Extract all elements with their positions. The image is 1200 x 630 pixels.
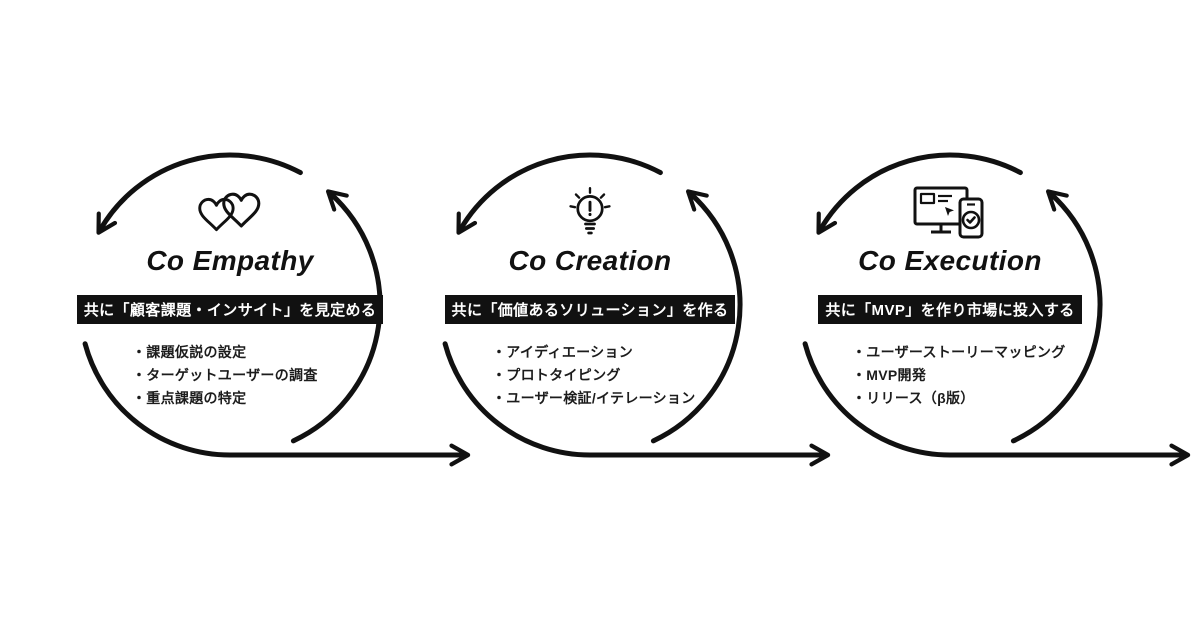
devices-launch-icon xyxy=(900,181,1000,247)
phase-bullet: ・リリース（β版） xyxy=(852,390,975,406)
phase-bullet: ・重点課題の特定 xyxy=(132,390,247,406)
phase-bullet: ・MVP開発 xyxy=(852,367,927,383)
phase-bullet: ・ユーザーストーリーマッピング xyxy=(852,344,1066,360)
phase-subtitle: 共に「価値あるソリューション」を作る xyxy=(444,295,736,324)
phase-bullet-list: ・課題仮説の設定 ・ターゲットユーザーの調査 ・重点課題の特定 xyxy=(132,341,318,410)
cycle-loop-arrow xyxy=(82,152,471,467)
cycle-loop-arrow xyxy=(442,152,831,467)
phase-title: Co Execution xyxy=(858,245,1042,276)
phase-bullet-list: ・ユーザーストーリーマッピング ・MVP開発 ・リリース（β版） xyxy=(852,341,1066,410)
phase-bullet: ・ターゲットユーザーの調査 xyxy=(132,367,318,383)
phase-bullet: ・ユーザー検証/イテレーション xyxy=(492,390,696,406)
lightbulb-idea-icon xyxy=(540,181,640,247)
phase-bullet: ・アイディエーション xyxy=(492,344,634,360)
phase-title: Co Empathy xyxy=(146,245,314,276)
double-hearts-icon xyxy=(180,181,280,247)
phase-bullet: ・プロトタイピング xyxy=(492,367,621,383)
phase-subtitle: 共に「顧客課題・インサイト」を見定める xyxy=(76,295,384,324)
phase-panel-co-empathy: Co Empathy 共に「顧客課題・インサイト」を見定める ・課題仮説の設定 … xyxy=(70,145,510,490)
phase-panel-co-execution: Co Execution 共に「MVP」を作り市場に投入する ・ユーザーストーリ… xyxy=(790,145,1200,490)
phase-panel-co-creation: Co Creation 共に「価値あるソリューション」を作る ・アイディエーショ… xyxy=(430,145,870,490)
cycle-loop-arrow xyxy=(802,152,1191,467)
phase-bullet-list: ・アイディエーション ・プロトタイピング ・ユーザー検証/イテレーション xyxy=(492,341,696,410)
phase-subtitle: 共に「MVP」を作り市場に投入する xyxy=(818,295,1082,324)
phase-bullet: ・課題仮説の設定 xyxy=(132,344,247,360)
phase-title: Co Creation xyxy=(508,245,672,276)
